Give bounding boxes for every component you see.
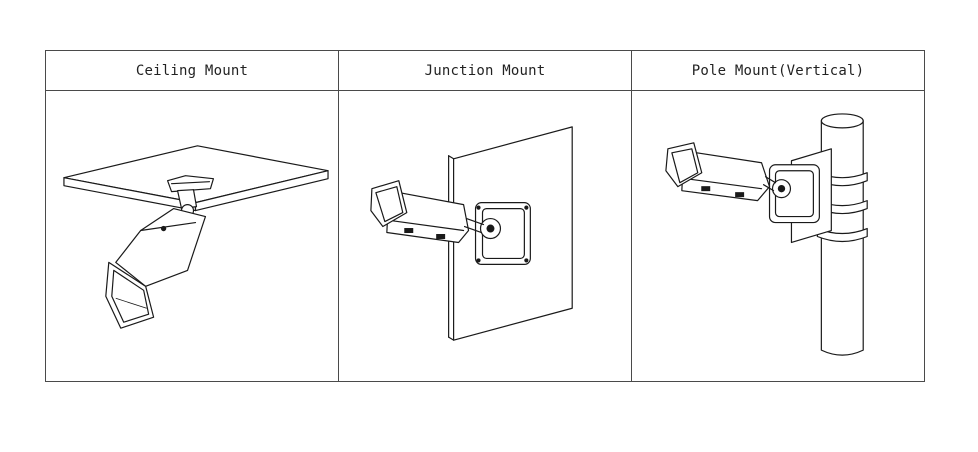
junction-mount-illustration bbox=[339, 91, 632, 381]
mount-options-table: Ceiling Mount Junction Mount Pole Mount(… bbox=[45, 50, 925, 382]
ceiling-mount-label: Ceiling Mount bbox=[135, 62, 249, 79]
junction-mount-drawing bbox=[370, 126, 573, 341]
pole-mount-drawing bbox=[665, 113, 868, 356]
header-pole-mount: Pole Mount(Vertical) bbox=[632, 51, 924, 91]
ceiling-mount-drawing bbox=[63, 145, 329, 329]
header-junction-mount: Junction Mount bbox=[339, 51, 632, 91]
pole-mount-illustration bbox=[632, 91, 924, 381]
header-ceiling-mount: Ceiling Mount bbox=[46, 51, 339, 91]
ceiling-mount-illustration bbox=[46, 91, 339, 381]
pole-mount-label: Pole Mount(Vertical) bbox=[691, 62, 865, 79]
junction-mount-label: Junction Mount bbox=[424, 62, 546, 79]
